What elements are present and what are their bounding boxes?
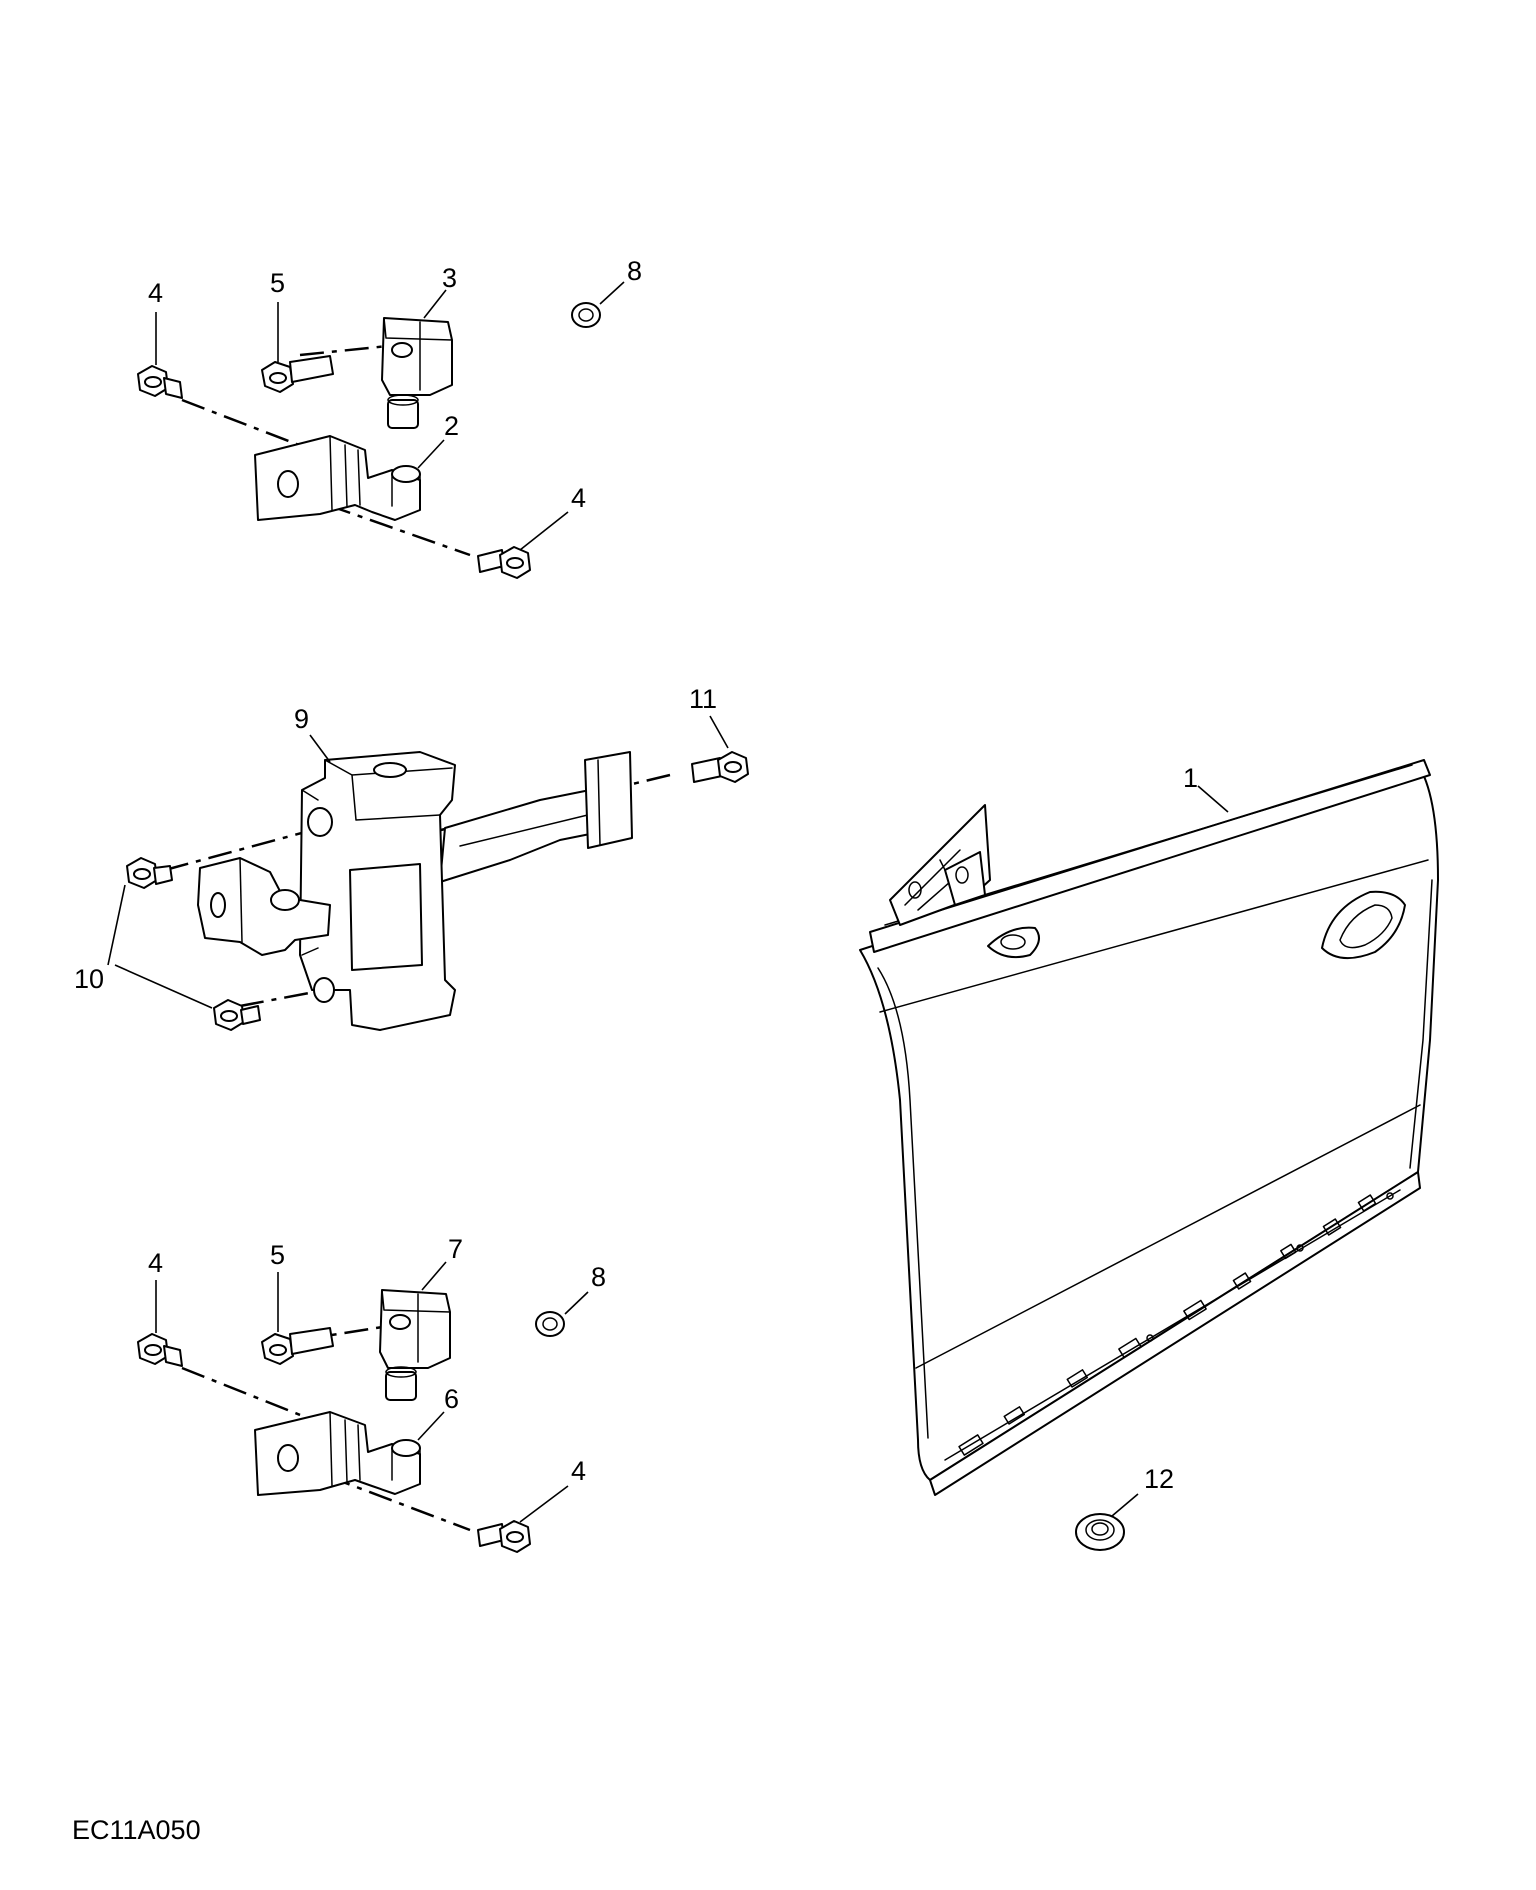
lower-bolt-lower (477, 1520, 531, 1553)
lower-bolt-left (137, 1333, 183, 1367)
callout-lower-nut: 8 (591, 1262, 606, 1292)
callout-door-check: 9 (294, 704, 309, 734)
door-shell (859, 759, 1439, 1496)
callout-lower-hinge-door-half: 7 (448, 1234, 463, 1264)
callout-lower-pin-bolt: 5 (270, 1240, 285, 1270)
drawing-code: EC11A050 (72, 1815, 201, 1845)
callout-lower-hinge-body-half: 6 (444, 1384, 459, 1414)
upper-hinge-assembly (137, 281, 625, 579)
lower-nut (535, 1311, 565, 1337)
lower-hinge-door-half (379, 1289, 451, 1401)
callout-upper-bolt-left: 4 (148, 278, 163, 308)
lower-hinge-body-half (254, 1411, 421, 1496)
check-bolt-upper (126, 857, 173, 889)
upper-pin-bolt (261, 355, 334, 393)
plug (1075, 1493, 1139, 1551)
callout-check-bolts: 10 (74, 964, 104, 994)
callout-door-shell: 1 (1183, 763, 1198, 793)
door-handle-front (987, 926, 1040, 959)
door-check-body (197, 751, 456, 1031)
door-check-arm (439, 751, 633, 883)
callout-plug: 12 (1144, 1464, 1174, 1494)
upper-hinge-door-half (381, 317, 453, 429)
upper-bolt-left (137, 365, 183, 399)
upper-hinge-body-half (254, 435, 421, 521)
upper-nut (571, 302, 601, 328)
callout-upper-hinge-body-half: 2 (444, 411, 459, 441)
callout-upper-nut: 8 (627, 256, 642, 286)
door-check-assembly (107, 715, 749, 1031)
check-bolt-lower (213, 999, 261, 1031)
door-handle-rear (1321, 890, 1406, 959)
callout-check-arm-bolt: 11 (689, 684, 717, 714)
lower-hinge-assembly (137, 1261, 589, 1553)
upper-bolt-lower (477, 546, 531, 579)
check-arm-bolt (691, 751, 749, 783)
callout-upper-bolt-lower: 4 (571, 483, 586, 513)
callout-upper-pin-bolt: 5 (270, 268, 285, 298)
callout-upper-hinge-door-half: 3 (442, 263, 457, 293)
callout-lower-bolt-left: 4 (148, 1248, 163, 1278)
callout-lower-bolt-lower: 4 (571, 1456, 586, 1486)
lower-pin-bolt (261, 1327, 334, 1365)
